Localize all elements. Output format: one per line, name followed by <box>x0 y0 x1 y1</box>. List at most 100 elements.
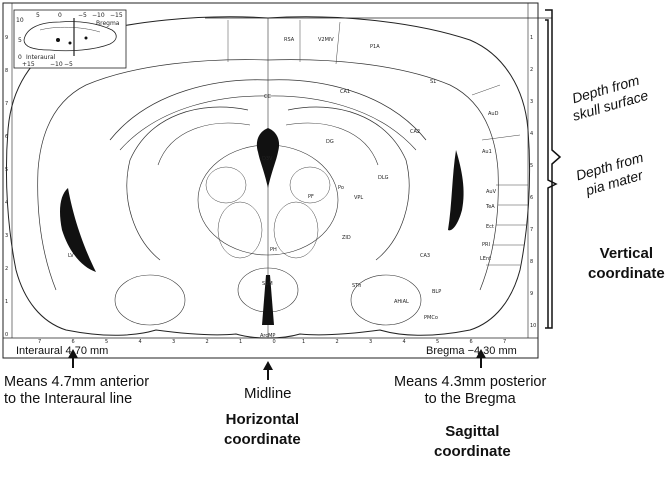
region-sum: SuM <box>262 281 273 287</box>
bottom-tick-left: 1 <box>239 339 243 345</box>
hippocampus-right <box>287 106 410 261</box>
bottom-tick-left: 2 <box>205 339 209 345</box>
left-tick: 7 <box>5 101 9 107</box>
left-tick: 8 <box>5 68 9 74</box>
region-p1a: P1A <box>370 44 380 50</box>
region-d3v: D3V <box>262 156 273 162</box>
region-auv: AuV <box>486 189 497 195</box>
inset-bottom-1: −10 <box>50 61 63 68</box>
bottom-tick-right: 5 <box>436 339 440 345</box>
region-cc: CC <box>264 94 271 100</box>
right-tick: 9 <box>530 291 534 297</box>
region-pmco: PMCo <box>424 315 438 321</box>
bottom-tick-right: 7 <box>503 339 507 345</box>
amygdala-right <box>350 274 422 326</box>
right-tick: 4 <box>530 131 534 137</box>
inset-top-4: −15 <box>110 12 123 19</box>
right-tick: 6 <box>530 195 534 201</box>
inset-left-mid: 5 <box>18 37 22 44</box>
left-tick: 6 <box>5 134 9 140</box>
inset-interaural: Interaural <box>26 54 56 61</box>
region-ahil: AHiAL <box>394 299 409 305</box>
bottom-tick-left: 7 <box>38 339 42 345</box>
inset-top-1: 0 <box>58 12 62 19</box>
inset-bottom-0: +15 <box>22 61 35 68</box>
lateral-ventricle-left <box>60 188 96 272</box>
left-tick: 2 <box>5 266 9 272</box>
bottom-tick-right: 1 <box>302 339 306 345</box>
region-ca2: CA2 <box>410 129 421 135</box>
inset-left-top: 10 <box>16 17 24 24</box>
region-ph: PH <box>270 247 277 253</box>
bracket-pia <box>545 19 558 328</box>
bottom-tick-left: 3 <box>172 339 176 345</box>
brackets <box>545 9 562 329</box>
lateral-ventricle-right <box>448 150 464 231</box>
inset-figure <box>13 9 127 69</box>
region-zid: ZID <box>342 235 351 241</box>
bottom-tick-left: 6 <box>71 339 75 345</box>
left-tick: 5 <box>5 167 9 173</box>
region-dlg: DLG <box>378 175 389 181</box>
region-v2mlv: V2MlV <box>318 37 334 43</box>
inset-left-bottom: 0 <box>18 54 22 61</box>
left-tick: 4 <box>5 200 9 206</box>
right-tick: 1 <box>530 35 534 41</box>
bottom-tick-right: 3 <box>369 339 373 345</box>
region-arcmp: ArcMP <box>260 333 276 339</box>
left-tick: 3 <box>5 233 9 239</box>
bottom-tick-right: 4 <box>402 339 406 345</box>
anterior-note: Means 4.7mm anterior to the Interaural l… <box>4 374 150 407</box>
bottom-tick-right: 2 <box>335 339 339 345</box>
bottom-tick-right: 6 <box>469 339 473 345</box>
right-tick: 10 <box>530 323 537 329</box>
region-pf: PF <box>308 194 314 200</box>
bregma-label: Bregma −4.30 mm <box>426 345 517 357</box>
region-sth: STh <box>352 283 362 289</box>
plate-frame <box>2 2 539 359</box>
interaural-label: Interaural 4.70 mm <box>16 345 109 357</box>
left-tick: 1 <box>5 299 9 305</box>
region-ca3: CA3 <box>420 253 431 259</box>
third-ventricle <box>256 128 280 188</box>
midline-note: Midline <box>244 385 292 402</box>
right-tick: 3 <box>530 99 534 105</box>
region-ca1: CA1 <box>340 89 351 95</box>
arrows <box>68 349 486 380</box>
region-dg: DG <box>326 139 334 145</box>
corpus-callosum <box>109 79 427 141</box>
left-tick: 9 <box>5 35 9 41</box>
region-aud: AuD <box>488 111 499 117</box>
bottom-tick-left: 0 <box>272 339 276 345</box>
region-lv: LV <box>68 253 74 259</box>
bracket-skull <box>545 9 562 329</box>
right-tick: 2 <box>530 67 534 73</box>
right-tick: 7 <box>530 227 534 233</box>
region-po: Po <box>338 185 344 191</box>
inset-bregma: Bregma <box>96 20 120 27</box>
region-tea: TeA <box>486 204 495 210</box>
region-s1: S1 <box>430 79 437 85</box>
vertical-coordinate: Vertical coordinate <box>588 245 665 282</box>
region-vpl: VPL <box>354 195 364 201</box>
inset-top-2: −5 <box>78 12 87 19</box>
hippocampus-left <box>126 106 249 261</box>
region-au1: Au1 <box>482 149 492 155</box>
right-tick: 5 <box>530 163 534 169</box>
right-tick: 8 <box>530 259 534 265</box>
bottom-tick-left: 5 <box>105 339 109 345</box>
posterior-note: Means 4.3mm posterior to the Bregma <box>394 374 547 407</box>
horizontal-coordinate: Horizontal coordinate <box>224 411 301 448</box>
bottom-tick-left: 4 <box>138 339 142 345</box>
amygdala-left <box>114 274 186 326</box>
sagittal-coordinate: Sagittal coordinate <box>434 423 511 460</box>
left-tick: 0 <box>5 332 9 338</box>
inset-bottom-2: −5 <box>64 61 73 68</box>
region-blp: BLP <box>432 289 442 295</box>
region-ect: Ect <box>486 224 494 230</box>
inset-top-3: −10 <box>92 12 105 19</box>
region-rsa: RSA <box>284 37 295 43</box>
inset-top-0: 5 <box>36 12 40 19</box>
cortex-inner-line <box>37 59 499 291</box>
